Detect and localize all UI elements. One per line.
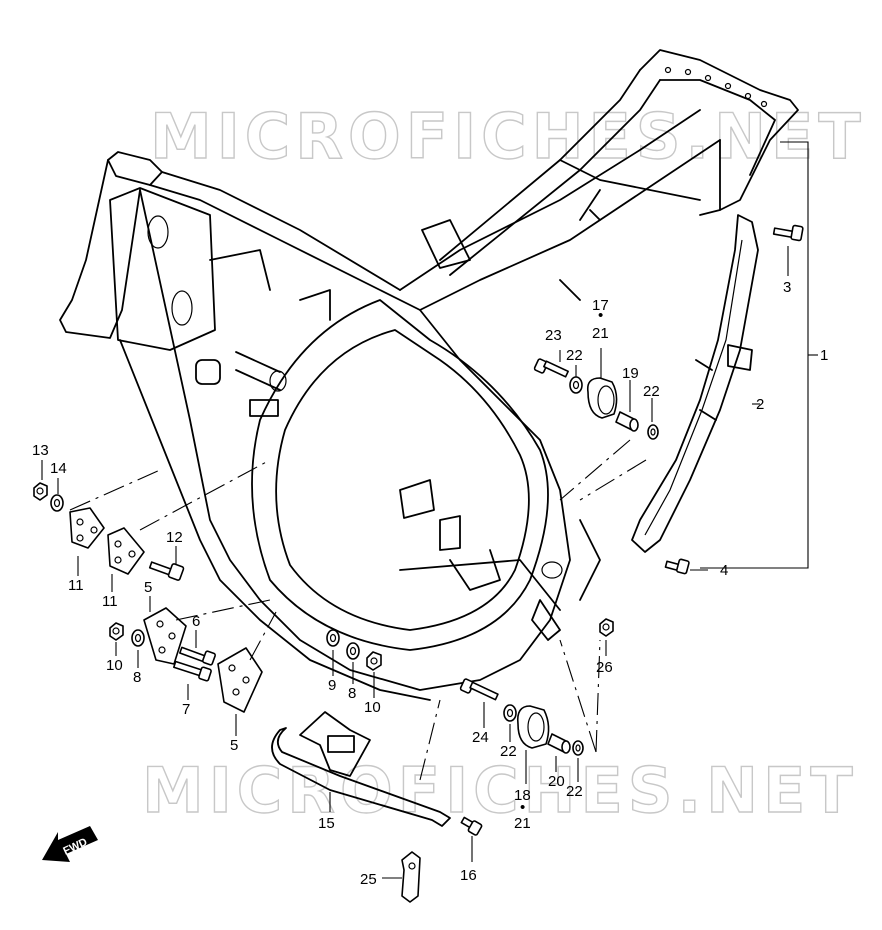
- callout-23: 23: [545, 327, 562, 344]
- callout-14: 14: [50, 460, 67, 477]
- engine-mount-plate-5b[interactable]: [217, 647, 263, 713]
- callout-5a: 5: [144, 579, 152, 596]
- watermark-top: MICROFICHES.NET: [150, 100, 866, 173]
- callout-24: 24: [472, 729, 489, 746]
- bolt-16[interactable]: [460, 816, 483, 836]
- nut-26[interactable]: [599, 618, 614, 637]
- bolt-4[interactable]: [664, 558, 690, 575]
- washer-9[interactable]: [326, 629, 340, 647]
- skid-plate-guard[interactable]: [271, 711, 451, 827]
- washer-8a[interactable]: [131, 629, 145, 647]
- bolt-3[interactable]: [772, 224, 804, 242]
- callout-18: 18: [514, 787, 531, 804]
- callout-12: 12: [166, 529, 183, 546]
- callout-1: 1: [820, 347, 828, 364]
- callout-19: 19: [622, 365, 639, 382]
- rubber-mount-18[interactable]: [516, 705, 550, 749]
- callout-22a: 22: [566, 347, 583, 364]
- bolt-6[interactable]: [179, 646, 216, 666]
- callout-22c: 22: [500, 743, 517, 760]
- rear-subframe-bracket[interactable]: [631, 214, 759, 553]
- callout-6: 6: [192, 613, 200, 630]
- engine-mount-plate-5a[interactable]: [143, 607, 187, 665]
- bolt-7[interactable]: [173, 660, 212, 682]
- leader-lines: [41, 141, 818, 879]
- callout-labels: 1 2 3 4 5 5 6 7 8 8 9 10 10 11 11 12 13 …: [32, 279, 828, 888]
- callout-10a: 10: [106, 657, 123, 674]
- nut-13[interactable]: [33, 482, 48, 501]
- callout-9: 9: [328, 677, 336, 694]
- callout-4: 4: [720, 562, 728, 579]
- forward-arrow-icon: FWD: [42, 826, 98, 862]
- callout-22b: 22: [643, 383, 660, 400]
- washer-14[interactable]: [50, 494, 64, 512]
- callout-18-dot: •: [520, 799, 525, 816]
- callout-10b: 10: [364, 699, 381, 716]
- callout-2: 2: [756, 396, 764, 413]
- rubber-mount-21a[interactable]: [586, 377, 618, 419]
- washer-22c[interactable]: [503, 704, 517, 722]
- washer-22b[interactable]: [647, 424, 659, 440]
- callout-16: 16: [460, 867, 477, 884]
- callout-7: 7: [182, 701, 190, 718]
- engine-mount-plate-11a[interactable]: [69, 507, 105, 549]
- callout-22d: 22: [566, 783, 583, 800]
- callout-20: 20: [548, 773, 565, 790]
- callout-11b: 11: [102, 593, 118, 610]
- engine-mount-plate-11b[interactable]: [107, 527, 145, 575]
- washer-22a[interactable]: [569, 376, 583, 394]
- callout-11a: 11: [68, 577, 84, 594]
- watermark-bottom: MICROFICHES.NET: [142, 754, 858, 827]
- callout-15: 15: [318, 815, 335, 832]
- clip-25[interactable]: [401, 851, 421, 903]
- callout-8b: 8: [348, 685, 356, 702]
- callout-17-dot: •: [598, 307, 603, 324]
- callout-21a: 21: [592, 325, 609, 342]
- callout-26: 26: [596, 659, 613, 676]
- callout-25: 25: [360, 871, 377, 888]
- callout-8a: 8: [133, 669, 141, 686]
- main-frame[interactable]: [59, 49, 799, 701]
- callout-3: 3: [783, 279, 791, 296]
- bolt-24[interactable]: [459, 678, 499, 701]
- washer-22d[interactable]: [572, 740, 584, 756]
- washer-8b[interactable]: [346, 642, 360, 660]
- bolt-12[interactable]: [148, 561, 185, 581]
- collar-20[interactable]: [547, 733, 571, 754]
- callout-21b: 21: [514, 815, 531, 832]
- collar-19[interactable]: [615, 411, 639, 432]
- nut-10b[interactable]: [366, 651, 382, 671]
- callout-17: 17: [592, 297, 609, 314]
- callout-5b: 5: [230, 737, 238, 754]
- bolt-23[interactable]: [533, 358, 569, 378]
- callout-13: 13: [32, 442, 49, 459]
- nut-10a[interactable]: [109, 622, 124, 641]
